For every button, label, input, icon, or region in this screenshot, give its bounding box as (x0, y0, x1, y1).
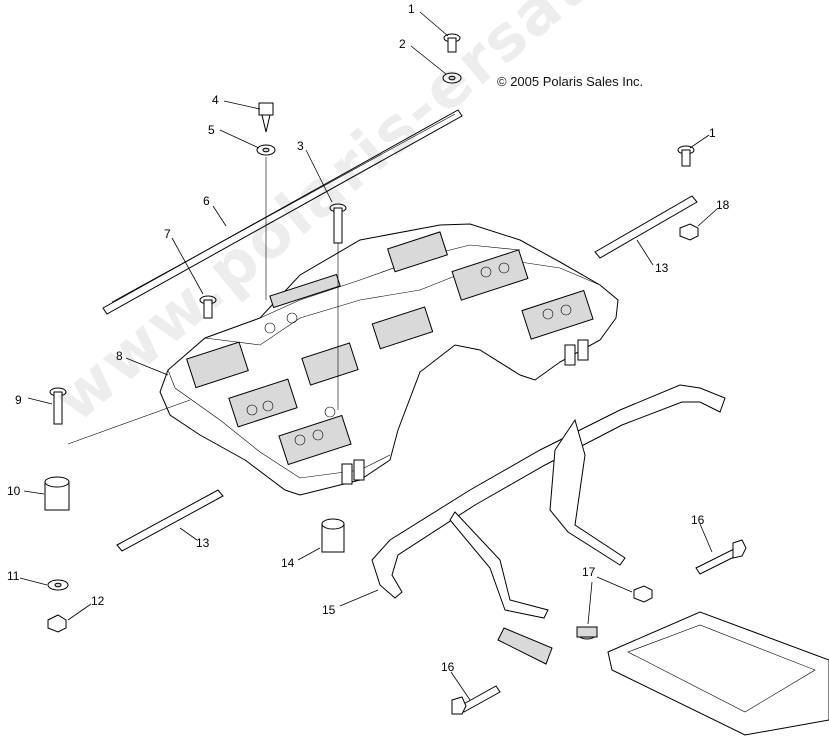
callout-2: 2 (399, 37, 406, 51)
callout-3: 3 (297, 139, 304, 153)
callout-1-right: 1 (709, 126, 716, 140)
fastener-nut-12 (47, 614, 67, 633)
fastener-bolt-7 (199, 295, 217, 319)
callout-7: 7 (164, 227, 171, 241)
fastener-bolt-1-right (677, 145, 695, 167)
spacer-10 (44, 476, 70, 511)
fastener-washer-5 (256, 144, 276, 300)
fastener-nut-17 (576, 585, 653, 640)
callout-17: 17 (582, 565, 596, 579)
rack-strip-left (116, 489, 224, 552)
callout-labels: 1 2 4 5 3 6 7 8 1 18 13 9 10 13 11 12 14… (7, 2, 730, 674)
fastener-nut-18 (679, 223, 699, 241)
callout-4: 4 (212, 93, 219, 107)
fastener-bolt-1-top (443, 33, 461, 53)
callout-13-right: 13 (655, 261, 669, 275)
callout-13-left: 13 (196, 536, 210, 550)
fastener-bolt-4 (258, 102, 274, 133)
rack-body (159, 223, 619, 496)
fastener-bolt-3 (329, 203, 347, 410)
fastener-washer-11 (47, 579, 69, 591)
callout-5: 5 (208, 123, 215, 137)
callout-15: 15 (322, 603, 336, 617)
rack-rail (371, 384, 726, 619)
callout-6: 6 (203, 194, 210, 208)
callout-16-upper: 16 (691, 513, 705, 527)
vehicle-frame (607, 611, 829, 736)
callout-8: 8 (116, 349, 123, 363)
callout-16-lower: 16 (441, 660, 455, 674)
callout-18: 18 (716, 198, 730, 212)
fastener-bolt-16-upper (695, 539, 747, 575)
rack-strip-long (102, 109, 463, 315)
leader-lines (19, 11, 718, 701)
spacer-14 (321, 518, 345, 553)
callout-10: 10 (7, 484, 21, 498)
fastener-washer-2 (442, 72, 462, 84)
callout-11: 11 (7, 569, 20, 583)
fastener-bolt-9 (49, 387, 67, 425)
callout-1-top: 1 (408, 2, 415, 16)
callout-9: 9 (15, 393, 22, 407)
copyright-notice: © 2005 Polaris Sales Inc. (497, 74, 644, 89)
mounting-plate (497, 627, 553, 665)
rack-strip-right (594, 195, 698, 259)
callout-14: 14 (281, 556, 295, 570)
callout-12: 12 (91, 594, 105, 608)
fastener-bolt-16-lower (451, 685, 501, 715)
